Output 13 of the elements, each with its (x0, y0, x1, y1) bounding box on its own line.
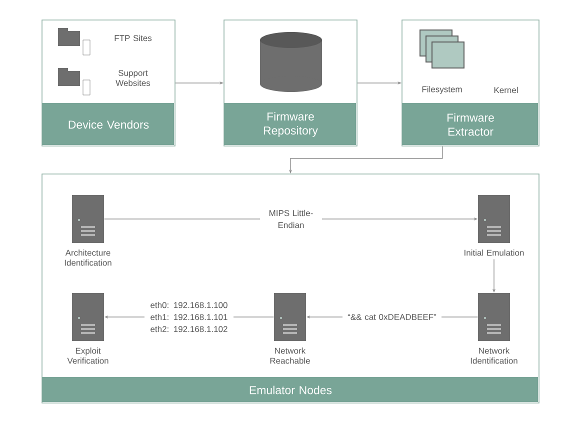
item-label: Kernel (494, 86, 518, 94)
node-label: Initial Emulation (464, 250, 524, 256)
edge-label: MIPS Little-Endian (260, 208, 322, 230)
edge-label: eth0: 192.168.1.100 eth1: 192.168.1.101 eth2: 192.168.1.102 (144, 300, 234, 334)
node-label: Network Identification (470, 348, 518, 364)
item-label: FTP Sites (114, 34, 152, 42)
edge-label: “&& cat 0xDEADBEEF” (342, 312, 442, 322)
item-label: Filesystem (422, 86, 462, 94)
node-label: Network Reachable (270, 348, 310, 364)
card: Firmware Repository (224, 20, 358, 146)
node-label: Architecture Identification (64, 250, 112, 266)
item-label: Support Websites (116, 70, 150, 86)
node-label: Exploit Verification (67, 348, 108, 364)
